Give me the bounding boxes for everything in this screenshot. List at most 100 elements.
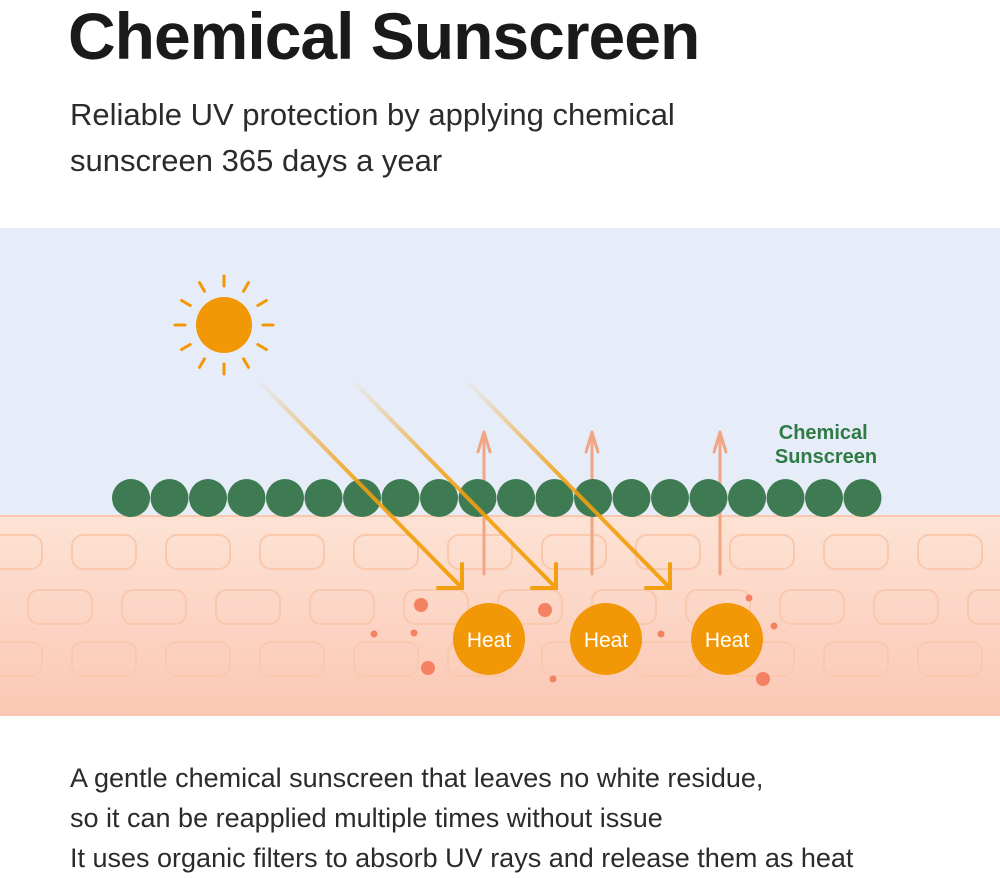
skin-cell <box>447 534 513 570</box>
sunscreen-bead <box>304 479 343 517</box>
sunscreen-bead <box>612 479 651 517</box>
sunscreen-bead <box>497 479 535 517</box>
skin-cell <box>917 641 983 677</box>
sunscreen-label: Chemical Sunscreen <box>775 422 877 468</box>
heat-molecules: Heat Heat Heat <box>453 603 763 675</box>
uv-ray-arrowhead <box>530 562 558 590</box>
description: A gentle chemical sunscreen that leaves … <box>70 758 853 878</box>
skin-cell <box>0 641 43 677</box>
heat-particle <box>370 630 378 638</box>
sunscreen-bead <box>689 479 728 517</box>
heat-particle <box>421 661 435 675</box>
sunscreen-bead <box>343 479 381 517</box>
sunscreen-diagram: Heat Heat Heat Chemical Sunscreen <box>0 228 1000 716</box>
heat-particle <box>414 598 428 612</box>
heat-circle <box>691 603 763 675</box>
heat-label: Heat <box>584 629 629 652</box>
skin-cell <box>967 589 1000 625</box>
sunscreen-label-line-1: Chemical <box>779 422 868 444</box>
skin-cell <box>823 641 889 677</box>
sunscreen-bead <box>574 479 612 517</box>
sunscreen-label-line-2: Sunscreen <box>775 446 877 468</box>
heat-particle <box>657 630 665 638</box>
skin-cell <box>729 534 795 570</box>
sunscreen-bead <box>266 479 304 517</box>
skin-cell <box>0 534 43 570</box>
description-line-1: A gentle chemical sunscreen that leaves … <box>70 763 764 793</box>
uv-ray-arrow-icon <box>464 378 672 590</box>
sunscreen-layer <box>112 479 882 517</box>
sunscreen-bead <box>843 479 882 517</box>
subtitle-line-2: sunscreen 365 days a year <box>70 143 443 178</box>
sunscreen-bead <box>227 479 266 517</box>
sun-ray <box>198 357 206 369</box>
heat-molecule: Heat <box>453 603 525 675</box>
skin-cell <box>309 589 375 625</box>
heat-label: Heat <box>705 629 750 652</box>
heat-molecule: Heat <box>691 603 763 675</box>
skin-cell <box>165 534 231 570</box>
heat-particle <box>756 672 770 686</box>
skin-cell <box>121 589 187 625</box>
subtitle-line-1: Reliable UV protection by applying chemi… <box>70 97 675 132</box>
skin-cell <box>873 589 939 625</box>
sunscreen-bead <box>150 479 189 517</box>
sun-ray <box>242 281 250 293</box>
skin-cell <box>403 589 469 625</box>
heat-molecule: Heat <box>570 603 642 675</box>
skin-cell <box>353 641 419 677</box>
heat-particle <box>770 622 778 630</box>
skin-cell <box>353 534 419 570</box>
skin-cell <box>823 534 889 570</box>
skin-cell <box>165 641 231 677</box>
subtitle: Reliable UV protection by applying chemi… <box>70 92 675 184</box>
skin-cell <box>71 641 137 677</box>
uv-rays <box>256 378 672 590</box>
skin-cell <box>259 641 325 677</box>
heat-particle <box>745 594 753 602</box>
sun-disc <box>196 297 252 353</box>
diagram-canvas: Heat Heat Heat Chemical Sunscreen <box>0 228 1000 716</box>
skin-cell <box>917 534 983 570</box>
sunscreen-bead <box>420 479 458 517</box>
uv-ray-arrowhead <box>436 562 464 590</box>
sky-background <box>0 228 1000 518</box>
description-line-2: so it can be reapplied multiple times wi… <box>70 803 663 833</box>
heat-label: Heat <box>467 629 512 652</box>
heat-particles <box>370 594 778 686</box>
heat-circle <box>453 603 525 675</box>
sunscreen-bead <box>805 479 843 517</box>
skin-cell <box>541 534 607 570</box>
sun-ray <box>198 281 206 293</box>
uv-ray-arrow-icon <box>350 378 558 590</box>
sunscreen-bead <box>651 479 689 517</box>
heat-release-arrowhead <box>584 430 600 454</box>
sun-icon <box>173 274 275 376</box>
heat-circle <box>570 603 642 675</box>
description-line-3: It uses organic filters to absorb UV ray… <box>70 843 854 873</box>
skin-cell <box>779 589 845 625</box>
sunscreen-bead <box>458 479 497 517</box>
sunscreen-bead <box>189 479 227 517</box>
sunscreen-bead <box>381 479 420 517</box>
heat-release-arrowhead <box>476 430 492 454</box>
sun-ray <box>180 299 192 307</box>
skin-cell <box>71 534 137 570</box>
heat-particle <box>538 603 552 617</box>
skin-cell <box>215 589 281 625</box>
uv-ray-arrowhead <box>644 562 672 590</box>
sun-ray <box>256 299 268 307</box>
sun-ray <box>180 343 192 351</box>
sun-ray <box>256 343 268 351</box>
sunscreen-bead <box>535 479 574 517</box>
sunscreen-bead <box>112 479 150 517</box>
skin-cell <box>27 589 93 625</box>
uv-ray-arrow-icon <box>256 378 464 590</box>
sun-ray <box>242 357 250 369</box>
heat-particle <box>549 675 557 683</box>
sunscreen-bead <box>766 479 805 517</box>
skin-cell <box>259 534 325 570</box>
sunscreen-bead <box>728 479 766 517</box>
heat-particle <box>410 629 418 637</box>
heat-release-arrowhead <box>712 430 728 454</box>
